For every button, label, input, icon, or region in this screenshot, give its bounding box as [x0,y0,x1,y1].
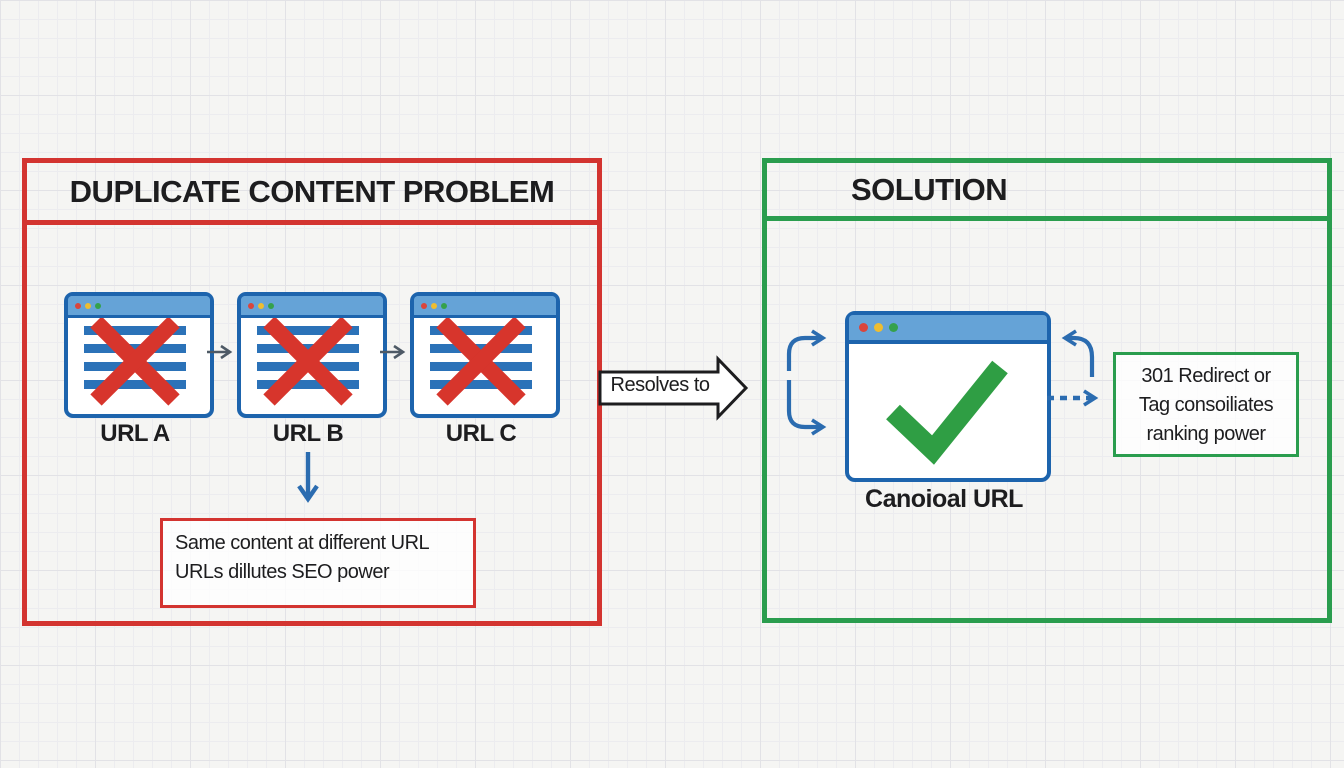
checkmark-icon [886,360,1008,465]
green-dot-icon [268,302,274,309]
yellow-dot-icon [258,302,264,309]
browser-titlebar [849,315,1047,344]
url-a-label: URL A [100,420,170,447]
browser-titlebar [414,296,556,318]
yellow-dot-icon [874,323,883,332]
browser-window-url-c [410,292,560,418]
green-dot-icon [95,302,101,309]
canonical-url-label: Canoioal URL [865,485,1023,513]
yellow-dot-icon [431,302,437,309]
x-mark-icon [436,318,526,406]
url-c-label: URL C [445,420,517,447]
x-mark-icon [90,318,180,406]
yellow-dot-icon [85,302,91,309]
solution-note-line1: 301 Redirect or [1141,365,1271,387]
page-content-with-x [430,318,532,406]
solution-note-box: 301 Redirect or Tag consoiliates ranking… [1113,352,1299,457]
red-dot-icon [75,302,81,309]
resolves-to-connector: Resolves to [597,355,751,421]
red-dot-icon [248,302,254,309]
browser-titlebar [241,296,383,318]
resolves-to-label: Resolves to [610,374,711,396]
browser-window-url-b [237,292,387,418]
browser-window-canonical [845,311,1051,482]
green-dot-icon [889,323,898,332]
browser-titlebar [68,296,210,318]
problem-note-line1: Same content at different URL [175,532,430,554]
solution-panel-title: SOLUTION [767,163,1327,221]
problem-note-line2: URLs dillutes SEO power [175,561,390,583]
solution-panel: SOLUTION [762,158,1332,623]
problem-panel-title: DUPLICATE CONTENT PROBLEM [27,163,597,225]
block-arrow-right-icon [598,355,749,421]
solution-note-line2: Tag consoiliates [1138,394,1274,416]
red-dot-icon [421,302,427,309]
red-dot-icon [859,323,868,332]
problem-note-box: Same content at different URL URLs dillu… [160,518,476,608]
browser-window-url-a [64,292,214,418]
green-dot-icon [441,302,447,309]
x-mark-icon [263,318,353,406]
solution-note-line3: ranking power [1146,423,1266,445]
page-content-with-x [84,318,186,406]
page-content-with-x [257,318,359,406]
url-b-label: URL B [272,420,344,447]
